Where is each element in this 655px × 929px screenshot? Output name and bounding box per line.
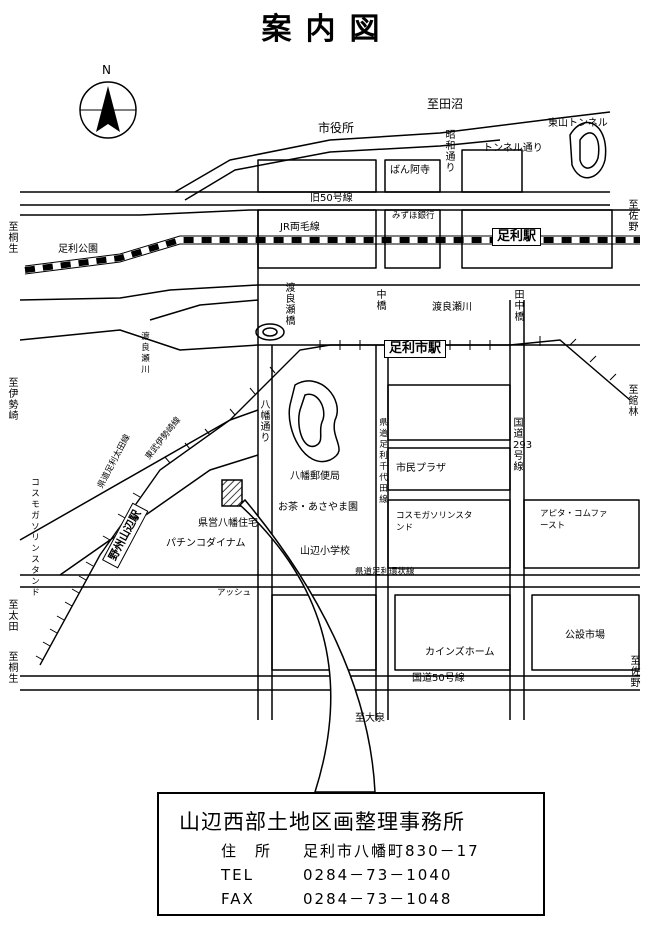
label-watarase-river: 渡良瀬川: [432, 302, 472, 313]
jr-railway: [24, 237, 640, 273]
label-to-kiryu: 至桐生: [8, 222, 19, 255]
tunnel-hill: [579, 132, 600, 169]
label-pref-road-tozai: 県道足利環状線: [355, 567, 415, 577]
block: [387, 447, 511, 491]
road-outline: [59, 454, 259, 576]
label-banna-ji: ばん阿寺: [390, 165, 430, 176]
pond: [288, 380, 340, 463]
tel-value: 0284－73－1040: [303, 866, 453, 884]
label-to-ota: 至太田: [8, 600, 19, 633]
label-ashikaga-station: 足利駅: [492, 228, 542, 246]
label-to-tanuma: 至田沼: [427, 97, 464, 111]
label-ashikaga-park: 足利公園: [58, 244, 98, 255]
label-asshu: アッシュ: [217, 588, 252, 598]
page-title: 案内図: [261, 12, 394, 47]
label-cosmo-gas-left: コスモガソリンスタンド: [31, 478, 40, 598]
block: [523, 499, 640, 569]
block: [384, 159, 441, 193]
address-value: 足利市八幡町830－17: [303, 842, 480, 860]
office-name: 山辺西部土地区画整理事務所: [179, 810, 465, 834]
block: [387, 384, 511, 441]
label-watarase-bridge: 渡良瀬橋: [285, 283, 296, 327]
block: [531, 594, 640, 671]
address-key: 住 所: [221, 842, 273, 860]
block: [271, 594, 377, 671]
compass: [79, 81, 137, 139]
label-showa-dori: 昭和通り: [445, 130, 456, 174]
tel-key: TEL: [221, 866, 254, 884]
label-apita: アピタ・コムファースト: [540, 509, 608, 531]
label-to-isesaki: 至伊勢崎: [8, 378, 19, 422]
label-city-hall: 市役所: [318, 121, 355, 135]
label-hachiman-post: 八幡郵便局: [290, 471, 340, 482]
roundabout: [255, 323, 285, 341]
label-to-sano-bottom: 至佐野: [630, 656, 641, 689]
label-yamabe-school: 山辺小学校: [300, 546, 350, 557]
label-shimin-plaza: 市民プラザ: [396, 463, 446, 474]
label-jr-ryomo: JR両毛線: [280, 222, 320, 233]
river-bank: [149, 299, 259, 321]
label-to-ooizumi: 至大泉: [355, 713, 385, 724]
fax-value: 0284－73－1048: [303, 890, 453, 908]
pond: [298, 393, 325, 447]
label-to-sano-top: 至佐野: [628, 200, 639, 233]
compass-label: N: [102, 63, 111, 77]
label-to-tatebayashi: 至館林: [628, 385, 639, 418]
roundabout: [262, 327, 278, 337]
site-marker: [221, 479, 243, 507]
label-route293: 国道293号線: [513, 418, 533, 473]
fax-key: FAX: [221, 890, 255, 908]
label-naka-bridge: 中橋: [376, 290, 387, 312]
label-tanaka-bridge: 田中橋: [514, 290, 525, 323]
label-mizuho-bank: みずほ銀行: [392, 211, 435, 221]
label-tea-shop: お茶・あさやま園: [278, 502, 358, 513]
office-address-row: 住 所 足利市八幡町830－17: [221, 840, 480, 861]
label-public-market: 公設市場: [565, 630, 605, 641]
label-ashikagashi-station: 足利市駅: [384, 340, 447, 358]
block: [387, 499, 511, 569]
road-outline: [184, 139, 501, 201]
label-cosmo-gas-mid: コスモガソリンスタンド: [396, 511, 473, 533]
label-pachinko: パチンコダイナム: [166, 538, 246, 549]
road-outline: [20, 209, 640, 216]
office-tel-row: TEL 0284－73－1040: [221, 864, 452, 885]
jr-railway-edge: [24, 243, 640, 275]
tobu-railway-ticks: [35, 336, 617, 661]
label-hachiman-dori: 八幡通り: [260, 400, 271, 444]
office-fax-row: FAX 0284－73－1048: [221, 888, 452, 909]
tunnel-hill: [569, 122, 607, 179]
label-tunnel-dori: トンネル通り: [483, 143, 543, 154]
block: [394, 594, 511, 671]
callout-pointer: [238, 498, 376, 793]
jr-railway-edge: [24, 235, 640, 267]
river-bank: [19, 329, 640, 351]
office-info-box: 山辺西部土地区画整理事務所 住 所 足利市八幡町830－17 TEL 0284－73…: [157, 792, 545, 916]
label-to-kiryu-bottom: 至桐生: [8, 652, 19, 685]
label-pref-housing: 県営八幡住宅: [198, 518, 258, 529]
label-kainz: カインズホーム: [425, 647, 495, 658]
label-route50: 国道50号線: [412, 673, 465, 684]
block: [461, 149, 523, 193]
label-pref-road-chiyoda: 県道足利千代田線: [379, 418, 388, 505]
label-old-route50: 旧50号線: [310, 193, 353, 204]
river-bank: [19, 284, 640, 301]
road-outline: [174, 111, 611, 193]
label-river-small: 渡良瀬川: [141, 332, 150, 375]
label-higashiyama-tunnel: 東山トンネル: [548, 118, 608, 129]
block: [257, 159, 377, 193]
